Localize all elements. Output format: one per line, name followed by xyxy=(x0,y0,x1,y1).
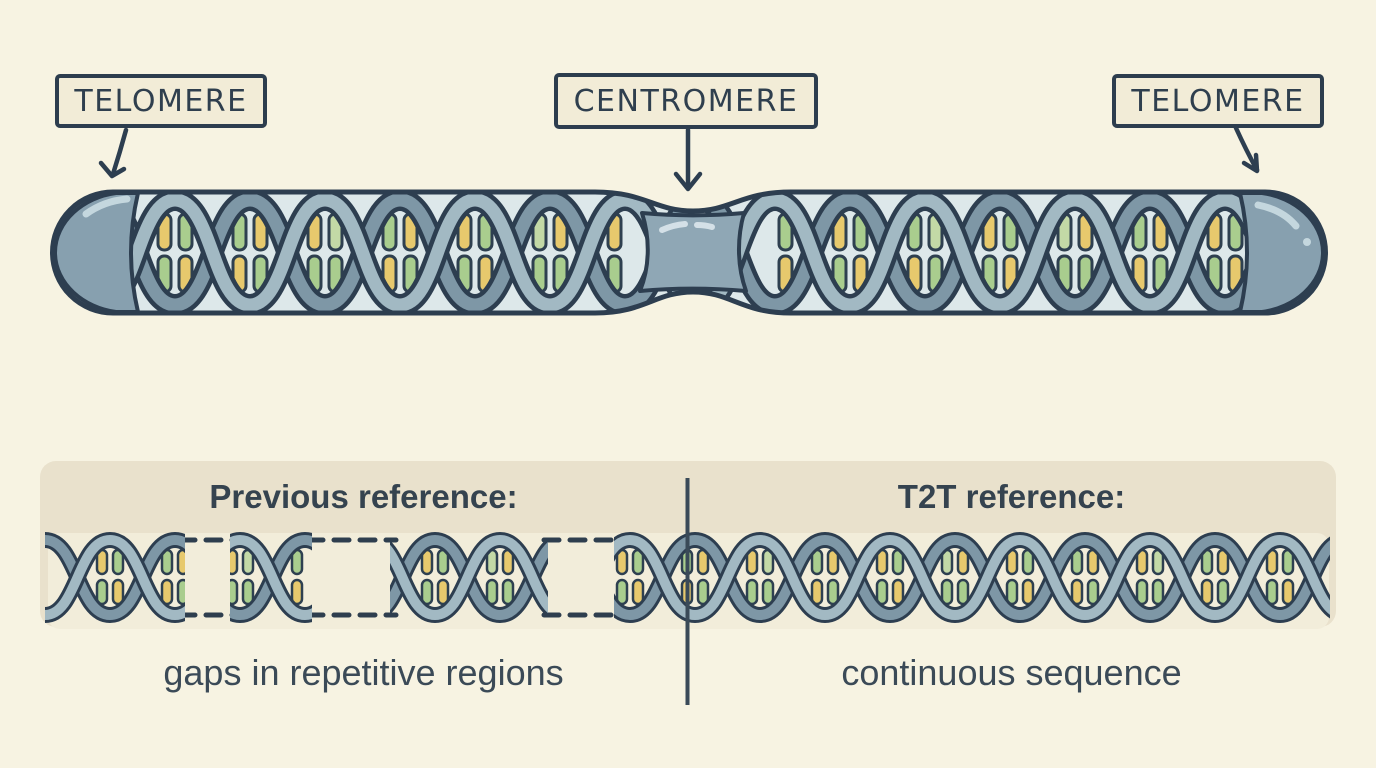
t2t-reference-heading: T2T reference: xyxy=(897,478,1126,515)
previous-reference-heading: Previous reference: xyxy=(209,478,518,515)
telomere-cap-left xyxy=(52,192,141,313)
centromere-label: CENTROMERE xyxy=(573,83,799,119)
telomere-right-label: TELOMERE xyxy=(1131,83,1305,119)
t2t-reference-caption: continuous sequence xyxy=(841,652,1182,693)
centromere-blob xyxy=(638,211,748,293)
chromosome-illustration xyxy=(0,180,1376,340)
centromere-label-box: CENTROMERE xyxy=(554,73,818,129)
reference-comparison-illustration xyxy=(0,478,1376,705)
gap-dashed-outline xyxy=(177,537,621,618)
telomere-right-arrow-icon xyxy=(1233,125,1260,174)
telomere-cap-left-highlight xyxy=(82,195,131,218)
telomere-right-label-box: TELOMERE xyxy=(1112,74,1324,128)
previous-reference-caption: gaps in repetitive regions xyxy=(163,652,564,693)
centromere-arrow-icon xyxy=(673,128,703,192)
telomere-cap-right-glint xyxy=(1303,238,1311,246)
telomere-left-arrow-icon xyxy=(98,127,129,179)
telomere-left-label-box: TELOMERE xyxy=(55,74,267,128)
telomere-cap-right-highlight xyxy=(1254,201,1300,230)
telomere-left-label: TELOMERE xyxy=(74,83,248,119)
centromere-highlight xyxy=(659,221,715,233)
telomere-cap-right xyxy=(1237,192,1326,313)
